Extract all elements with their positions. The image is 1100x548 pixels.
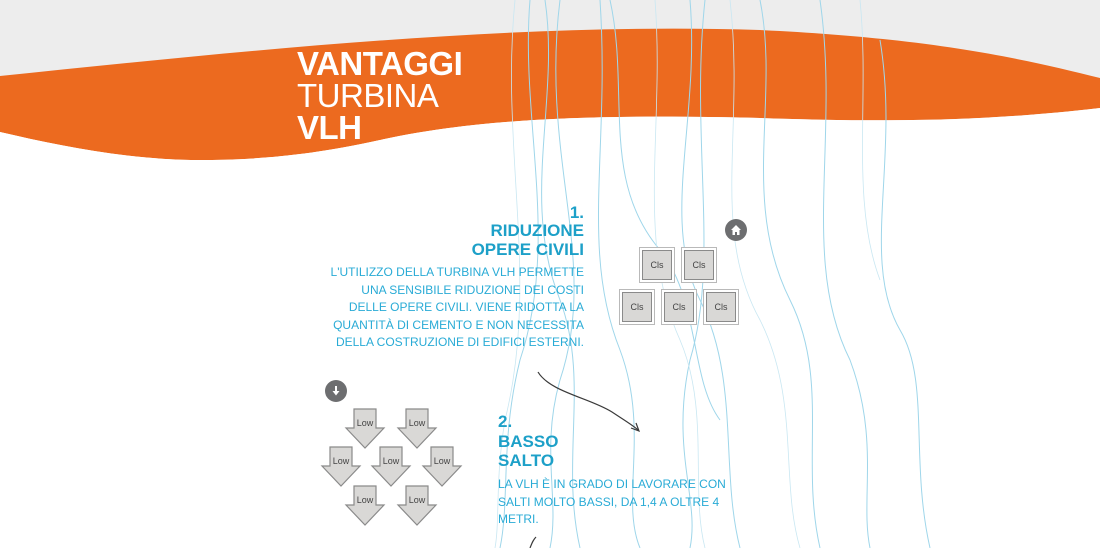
section2-title-line2: SALTO [498, 451, 555, 470]
low-arrow: Low [344, 485, 386, 527]
section1-title-line1: RIDUZIONE [490, 221, 585, 240]
arrow-down-icon [332, 386, 340, 396]
flowing-lines-faint [494, 0, 881, 548]
hero-title: VANTAGGI TURBINA VLH [297, 45, 463, 146]
low-arrow: Low [320, 446, 362, 488]
section1-number: 1. [569, 203, 584, 222]
section1-title: RIDUZIONE OPERE CIVILI [400, 221, 584, 259]
low-arrow: Low [370, 446, 412, 488]
low-arrow: Low [396, 408, 438, 450]
hero-title-line2: TURBINA [297, 77, 439, 114]
section2-body: La VLH è in grado di lavorare con salti … [498, 477, 726, 526]
flowing-lines [499, 0, 931, 548]
section1-title-line2: OPERE CIVILI [471, 240, 584, 259]
section2-number: 2. [498, 412, 513, 431]
cls-block: Cls [620, 290, 654, 324]
curved-arrow-1 [537, 371, 641, 433]
low-arrow: Low [421, 446, 463, 488]
cls-block: Cls [704, 290, 738, 324]
hero-title-line3: VLH [297, 109, 362, 146]
hero-title-line1: VANTAGGI [297, 45, 463, 82]
low-arrow: Low [344, 408, 386, 450]
section1-body: L'utilizzo della turbina VLH permette un… [330, 265, 584, 349]
low-arrow: Low [396, 485, 438, 527]
cls-block: Cls [662, 290, 696, 324]
cls-block: Cls [640, 248, 674, 282]
home-icon [731, 225, 741, 235]
curved-arrow-2 [529, 536, 537, 548]
section2-title: BASSO SALTO [498, 432, 648, 470]
white-below-wave [0, 108, 1100, 548]
section2-title-line1: BASSO [498, 432, 559, 451]
home-button[interactable] [725, 219, 747, 241]
scroll-down-button[interactable] [325, 380, 347, 402]
cls-block: Cls [682, 248, 716, 282]
